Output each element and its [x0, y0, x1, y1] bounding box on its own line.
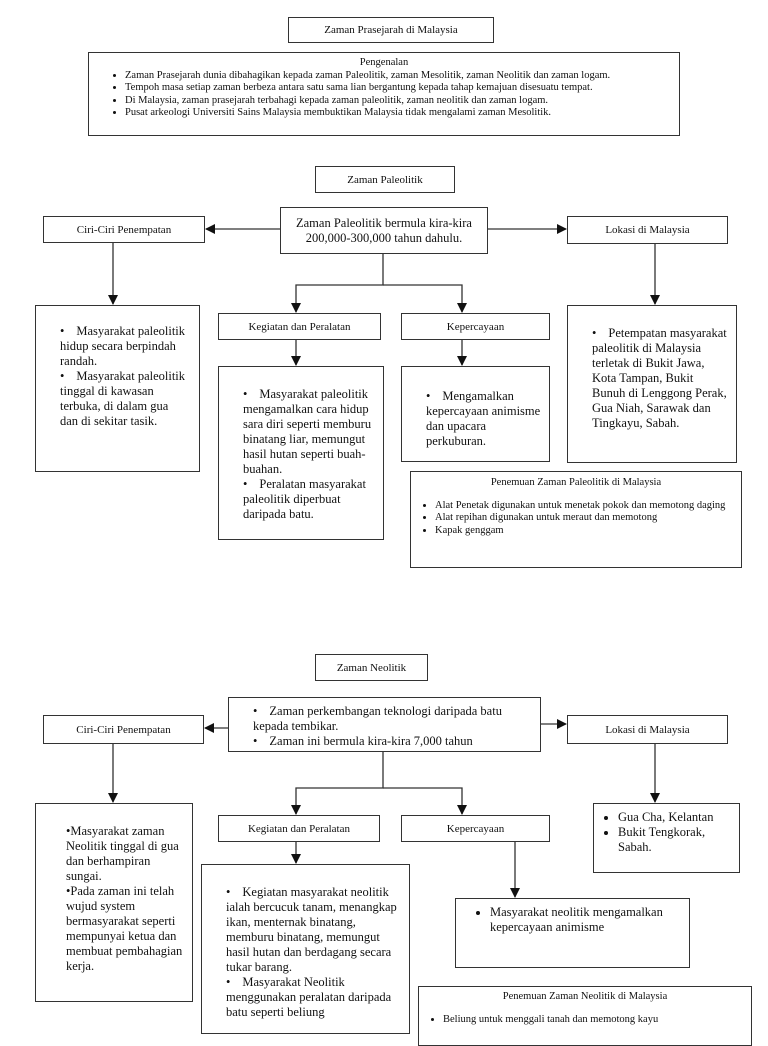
paleolitik-penemuan-box: Penemuan Zaman Paleolitik di Malaysia Al…: [410, 471, 742, 568]
neolitik-ciri-box: •Masyarakat zaman Neolitik tinggal di gu…: [35, 803, 193, 1002]
list-item: •Pada zaman ini telah wujud system berma…: [66, 884, 183, 973]
neolitik-kepercayaan-label: Kepercayaan: [401, 815, 550, 842]
list-item: Masyarakat paleolitik hidup secara berpi…: [60, 324, 189, 369]
intro-item: Pusat arkeologi Universiti Sains Malaysi…: [125, 107, 673, 120]
list-item: Zaman ini bermula kira-kira 7,000 tahun: [253, 734, 532, 749]
list-item: Beliung untuk menggali tanah dan memoton…: [443, 1014, 743, 1027]
paleolitik-lokasi-box: Petempatan masyarakat paleolitik di Mala…: [567, 305, 737, 463]
intro-item: Zaman Prasejarah dunia dibahagikan kepad…: [125, 70, 673, 83]
neolitik-ciri-label: Ciri-Ciri Penempatan: [43, 715, 204, 744]
list-item: Kegiatan masyarakat neolitik ialah bercu…: [226, 885, 401, 975]
paleolitik-center: Zaman Paleolitik bermula kira-kira 200,0…: [280, 207, 488, 254]
neolitik-kegiatan-box: Kegiatan masyarakat neolitik ialah bercu…: [201, 864, 410, 1034]
paleolitik-kegiatan-label: Kegiatan dan Peralatan: [218, 313, 381, 340]
paleolitik-lokasi-label: Lokasi di Malaysia: [567, 216, 728, 244]
neolitik-penemuan-box: Penemuan Zaman Neolitik di Malaysia Beli…: [418, 986, 752, 1046]
paleolitik-ciri-box: Masyarakat paleolitik hidup secara berpi…: [35, 305, 200, 472]
penemuan-heading: Penemuan Zaman Paleolitik di Malaysia: [490, 477, 662, 488]
intro-box: Pengenalan Zaman Prasejarah dunia dibaha…: [88, 52, 680, 136]
list-item: Petempatan masyarakat paleolitik di Mala…: [592, 326, 728, 431]
list-item: Masyarakat paleolitik mengamalkan cara h…: [243, 387, 377, 477]
list-item: Kapak genggam: [435, 525, 733, 538]
neolitik-lokasi-box: Gua Cha, Kelantan Bukit Tengkorak, Sabah…: [593, 803, 740, 873]
penemuan-heading: Penemuan Zaman Neolitik di Malaysia: [502, 991, 668, 1002]
list-item: Alat repihan digunakan untuk meraut dan …: [435, 512, 733, 525]
list-item: Masyarakat paleolitik tinggal di kawasan…: [60, 369, 189, 429]
neolitik-lokasi-label: Lokasi di Malaysia: [567, 715, 728, 744]
neolitik-center: Zaman perkembangan teknologi daripada ba…: [228, 697, 541, 752]
neolitik-kegiatan-label: Kegiatan dan Peralatan: [218, 815, 380, 842]
paleolitik-heading: Zaman Paleolitik: [315, 166, 455, 193]
list-item: Alat Penetak digunakan untuk menetak pok…: [435, 500, 733, 513]
paleolitik-kepercayaan-box: Mengamalkan kepercayaan animisme dan upa…: [401, 366, 550, 462]
neolitik-heading: Zaman Neolitik: [315, 654, 428, 681]
intro-item: Di Malaysia, zaman prasejarah terbahagi …: [125, 95, 673, 108]
list-item: Masyarakat neolitik mengamalkan kepercay…: [490, 905, 681, 935]
neolitik-kepercayaan-box: Masyarakat neolitik mengamalkan kepercay…: [455, 898, 690, 968]
connector-arrows: [108, 224, 660, 898]
paleolitik-kepercayaan-label: Kepercayaan: [401, 313, 550, 340]
list-item: Bukit Tengkorak, Sabah.: [618, 825, 733, 855]
list-item: Mengamalkan kepercayaan animisme dan upa…: [426, 389, 543, 449]
paleolitik-kegiatan-box: Masyarakat paleolitik mengamalkan cara h…: [218, 366, 384, 540]
page-title: Zaman Prasejarah di Malaysia: [288, 17, 494, 43]
paleolitik-ciri-label: Ciri-Ciri Penempatan: [43, 216, 205, 243]
list-item: Gua Cha, Kelantan: [618, 810, 733, 825]
intro-heading: Pengenalan: [359, 57, 409, 68]
list-item: •Masyarakat zaman Neolitik tinggal di gu…: [66, 824, 179, 883]
intro-item: Tempoh masa setiap zaman berbeza antara …: [125, 82, 673, 95]
list-item: Peralatan masyarakat paleolitik diperbua…: [243, 477, 377, 522]
list-item: Masyarakat Neolitik menggunakan peralata…: [226, 975, 401, 1020]
list-item: Zaman perkembangan teknologi daripada ba…: [253, 704, 532, 734]
